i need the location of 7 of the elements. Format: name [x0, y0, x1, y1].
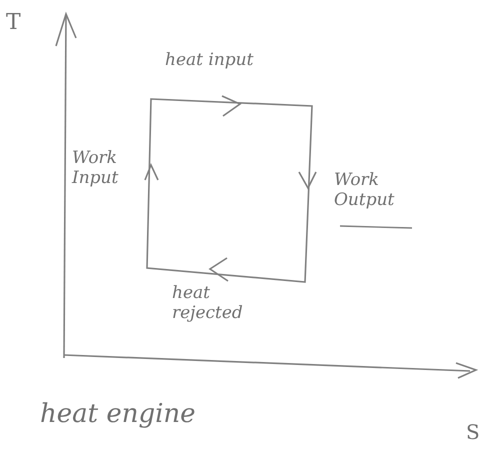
- process-label: Work Output: [334, 170, 396, 210]
- process-label: heat rejected: [172, 283, 244, 323]
- axis-label: S: [466, 420, 481, 444]
- process-label: heat input: [165, 50, 254, 70]
- caption: heat engine: [40, 398, 196, 430]
- process-label: Work Input: [72, 148, 120, 188]
- axis-label: T: [6, 10, 22, 36]
